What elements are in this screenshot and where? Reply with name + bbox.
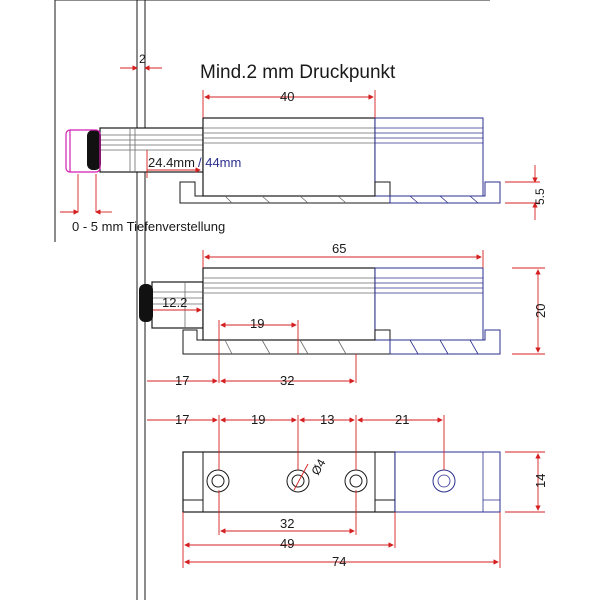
dim-19-a: 19	[218, 316, 299, 383]
dim-24-44: 24.4mm / 44mm	[146, 150, 241, 178]
dim-depth-label: 0 - 5 mm Tiefenverstellung	[72, 219, 225, 234]
dim-bottom-row: 32 49 74	[182, 490, 501, 569]
dim-20: 20	[512, 267, 548, 355]
dim-40-label: 40	[280, 89, 294, 104]
dim-13-label: 13	[320, 412, 334, 427]
dim-17-32-a: 17 32	[147, 354, 357, 388]
dim-14-label: 14	[533, 474, 548, 488]
dim-5-5-label: 5.5	[533, 188, 547, 205]
dim-21-label: 21	[395, 412, 409, 427]
dim-top-row: 17 19 13 21	[147, 412, 445, 470]
push-latch-side-view-1	[65, 117, 501, 204]
dim-17-b-label: 17	[175, 412, 189, 427]
dim-40: 40	[202, 89, 376, 118]
dim-5-5: 5.5	[505, 165, 547, 220]
dim-20-label: 20	[533, 304, 548, 318]
dim-17-a-label: 17	[175, 373, 189, 388]
dim-24-label: 24.4mm	[148, 155, 195, 170]
dim-12-2-label: 12.2	[162, 295, 187, 310]
dim-2: 2	[120, 52, 162, 71]
dim-19-a-label: 19	[250, 316, 264, 331]
dim-65-label: 65	[332, 241, 346, 256]
dim-32-b-label: 32	[280, 516, 294, 531]
dim-19-b-label: 19	[251, 412, 265, 427]
dim-49-label: 49	[280, 536, 294, 551]
dim-14: 14	[505, 451, 548, 513]
push-latch-top-view	[182, 451, 501, 513]
dim-depth: 0 - 5 mm Tiefenverstellung	[60, 174, 225, 234]
dim-32-a-label: 32	[280, 373, 294, 388]
dim-2-label: 2	[139, 52, 146, 66]
dim-65: 65	[202, 241, 484, 268]
push-latch-side-view-2	[139, 267, 501, 355]
dim-44-label: / 44mm	[198, 155, 241, 170]
dim-12-2: 12.2	[153, 295, 202, 313]
dim-74-label: 74	[332, 554, 346, 569]
drawing-title: Mind.2 mm Druckpunkt	[200, 62, 396, 83]
